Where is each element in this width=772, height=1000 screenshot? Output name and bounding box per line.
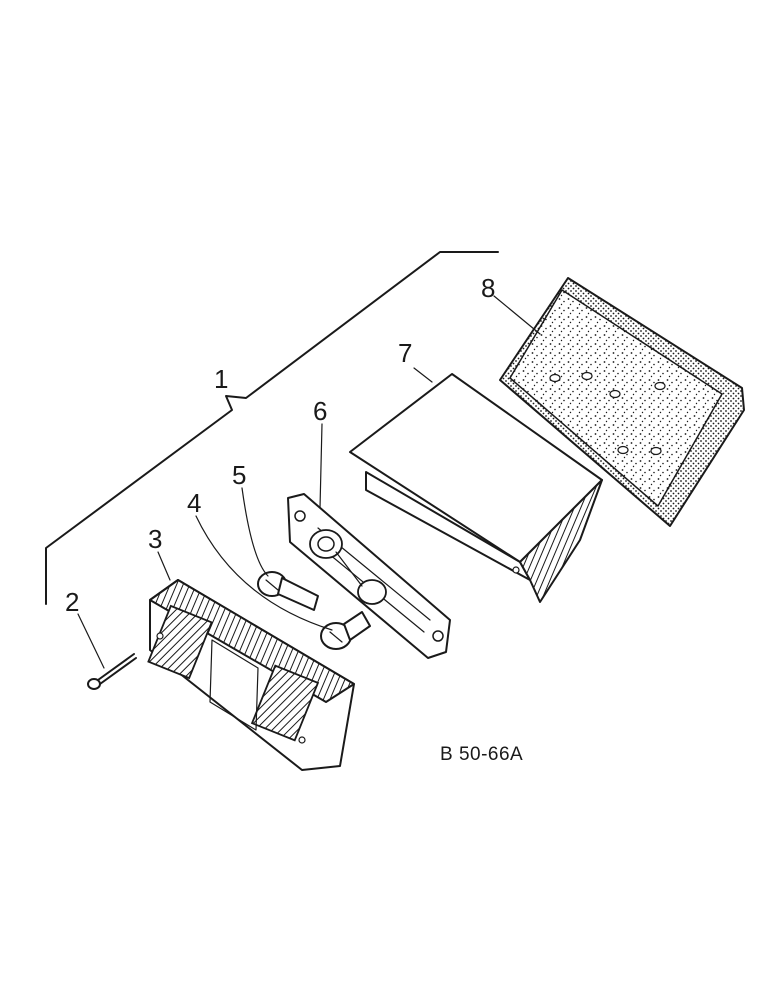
callouts: 1 2 3 4 5 6 7 8	[65, 273, 495, 617]
part-7-cover	[349, 373, 603, 603]
part-5-bulb	[257, 571, 319, 611]
part-6-socket-plate	[287, 493, 451, 659]
assembly-bracket	[45, 251, 499, 605]
callout-7: 7	[398, 338, 412, 368]
leader-lines	[77, 295, 541, 669]
callout-4: 4	[187, 488, 201, 518]
part-8-housing	[499, 277, 745, 527]
callout-6: 6	[313, 396, 327, 426]
part-4-bulb	[320, 611, 371, 650]
callout-1: 1	[214, 364, 228, 394]
callout-2: 2	[65, 587, 79, 617]
figure-id: B 50-66A	[440, 744, 523, 765]
callout-5: 5	[232, 460, 246, 490]
part-3-lens	[147, 579, 355, 771]
callout-3: 3	[148, 524, 162, 554]
callout-8: 8	[481, 273, 495, 303]
part-2-screw	[87, 653, 137, 690]
